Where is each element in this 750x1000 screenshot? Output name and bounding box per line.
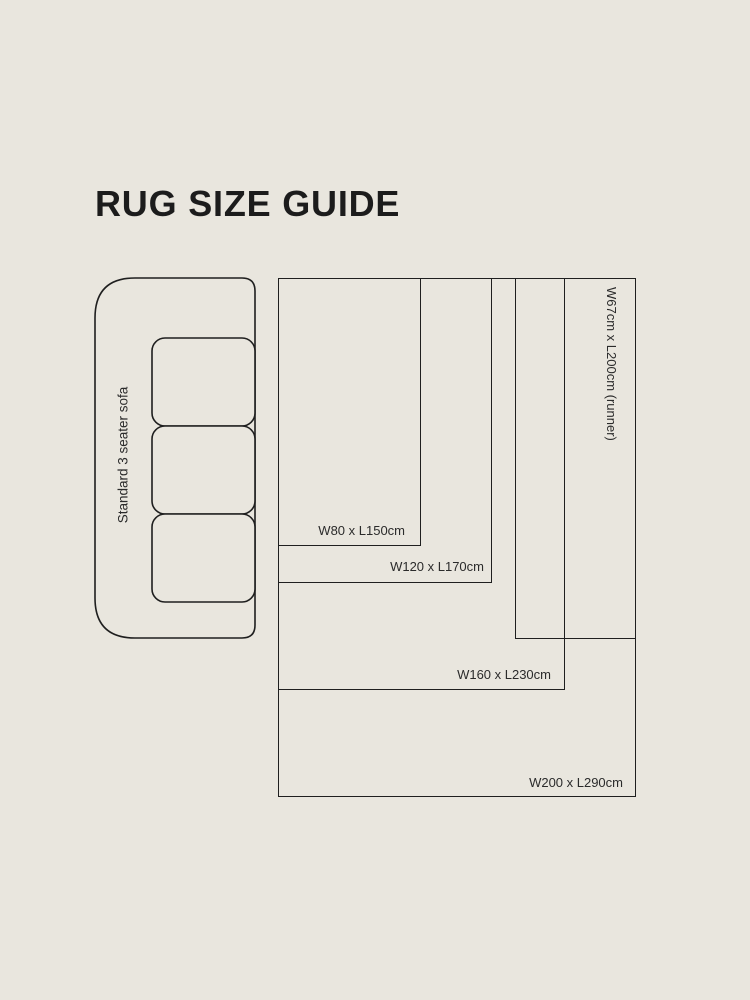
rug-rect-w80-l150 xyxy=(278,278,421,546)
rug-label-w80-l150: W80 x L150cm xyxy=(318,523,405,538)
sofa-cushion-3 xyxy=(151,513,256,603)
rug-label-w160-l230: W160 x L230cm xyxy=(457,667,551,682)
rug-label-w200-l290: W200 x L290cm xyxy=(529,775,623,790)
sofa-illustration xyxy=(94,277,256,639)
rug-rect-runner xyxy=(515,278,636,639)
sofa-label: Standard 3 seater sofa xyxy=(115,386,131,524)
page-title: RUG SIZE GUIDE xyxy=(95,183,401,224)
sofa-cushion-1 xyxy=(151,337,256,427)
sofa-cushion-2 xyxy=(151,425,256,515)
rug-label-w120-l170: W120 x L170cm xyxy=(390,559,484,574)
rug-label-runner: W67cm x L200cm (runner) xyxy=(604,287,619,441)
